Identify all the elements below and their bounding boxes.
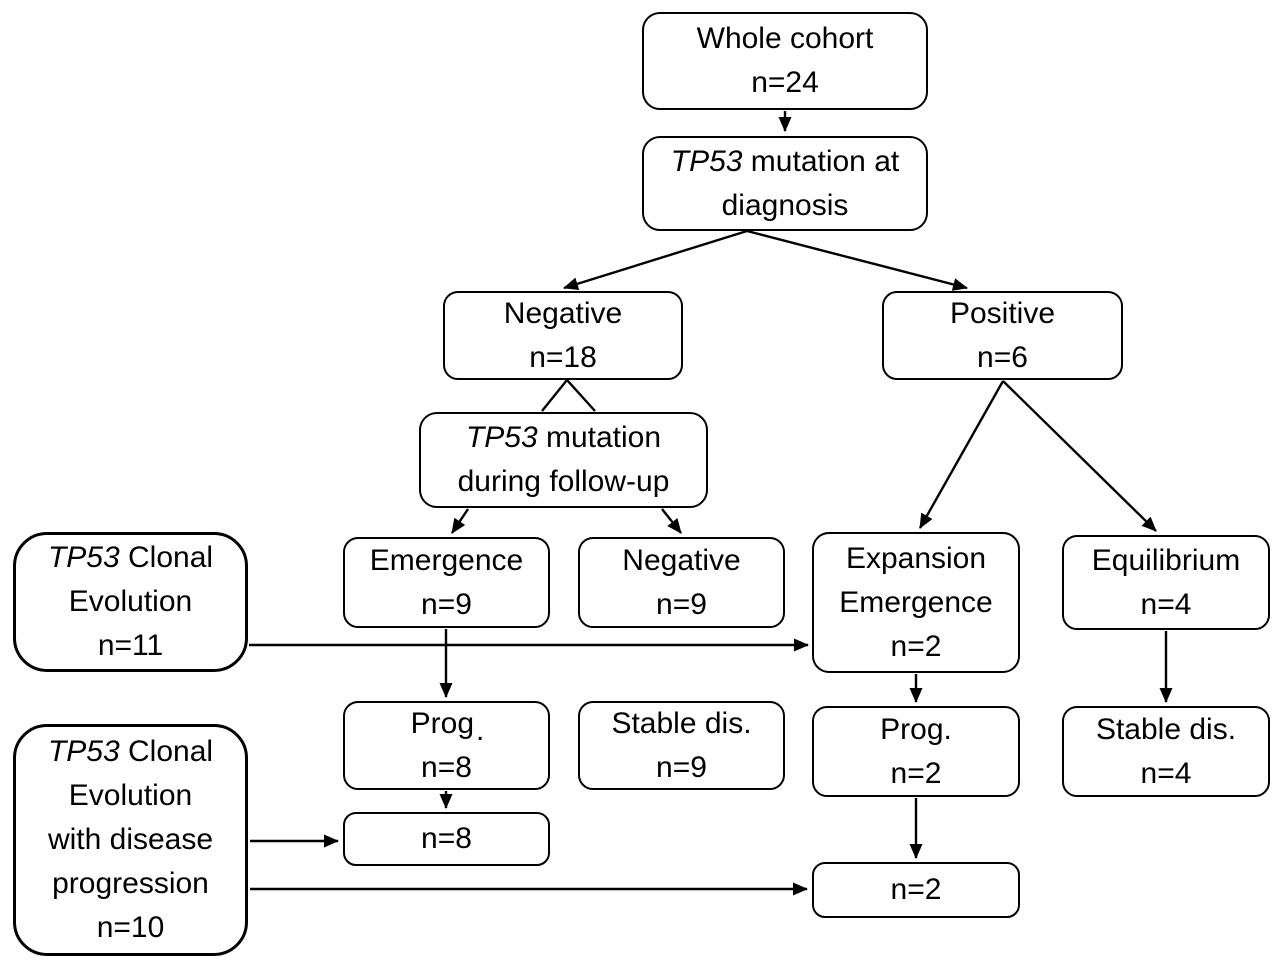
node-label: Evolution <box>68 779 193 812</box>
gene-name: TP53 <box>670 144 743 178</box>
node-label-period: . <box>476 713 485 747</box>
node-label: Expansion <box>845 541 987 575</box>
node-count: n=2 <box>890 756 942 790</box>
node-label: progression <box>52 867 209 900</box>
node-label: Evolution <box>68 585 193 618</box>
node-count: n=6 <box>977 340 1028 374</box>
connector-diagnosis-to-positive <box>746 229 968 291</box>
node-label: mutation at <box>742 144 900 178</box>
connector-positive-to-expansion <box>918 380 1005 529</box>
node-positive-at-diagnosis: Positive n=6 <box>882 291 1123 380</box>
node-equilibrium: Equilibrium n=4 <box>1062 535 1270 630</box>
node-label: Equilibrium <box>1091 543 1241 577</box>
node-tp53-mutation-at-diagnosis: TP53 mutation at diagnosis <box>642 136 928 231</box>
node-n2: n=2 <box>812 862 1020 918</box>
connector-negative-to-followup-right <box>566 379 596 412</box>
node-label: Clonal <box>119 735 214 768</box>
connector-negative-to-followup-left <box>541 379 568 412</box>
gene-name: TP53 <box>47 541 120 574</box>
node-count: n=24 <box>751 66 819 99</box>
node-label: Stable dis. <box>1095 712 1237 746</box>
node-count: n=9 <box>656 750 707 784</box>
node-label: Emergence <box>369 543 524 577</box>
node-count: n=4 <box>1140 756 1192 790</box>
node-negative-at-diagnosis: Negative n=18 <box>443 291 683 380</box>
node-count: n=9 <box>421 587 472 621</box>
node-label: mutation <box>537 421 662 454</box>
node-count: n=8 <box>421 822 472 855</box>
node-label: during follow-up <box>457 465 670 498</box>
node-tp53-clonal-evolution: TP53 Clonal Evolution n=11 <box>13 532 248 672</box>
node-emergence: Emergence n=9 <box>343 537 550 628</box>
node-label: Negative <box>503 296 623 330</box>
node-count: n=9 <box>656 587 707 621</box>
node-count: n=10 <box>96 911 165 944</box>
node-count: n=2 <box>890 629 942 663</box>
node-count: n=11 <box>97 629 164 662</box>
node-label: Whole cohort <box>696 22 874 55</box>
node-count: n=8 <box>421 750 472 784</box>
node-n8: n=8 <box>343 812 550 866</box>
node-label: with disease <box>47 823 214 856</box>
node-negative-during-followup: Negative n=9 <box>578 537 785 628</box>
connector-followup-to-emergence <box>451 508 469 534</box>
node-count: n=2 <box>890 873 942 906</box>
node-label: diagnosis <box>721 188 849 222</box>
node-label: Positive <box>949 296 1056 330</box>
connector-followup-to-negative9 <box>661 508 682 534</box>
gene-name: TP53 <box>465 421 538 454</box>
node-progression-after-emergence: Prog. n=8 <box>343 701 550 790</box>
node-stable-disease-followup: Stable dis. n=9 <box>578 701 785 790</box>
node-label: Stable dis. <box>611 706 752 740</box>
node-label: Prog <box>410 706 475 740</box>
gene-name: TP53 <box>47 735 120 768</box>
node-count: n=18 <box>529 340 597 374</box>
node-expansion-emergence: Expansion Emergence n=2 <box>812 532 1020 673</box>
node-label: Negative <box>622 543 741 577</box>
node-label: Clonal <box>119 541 214 574</box>
node-tp53-clonal-evolution-with-disease-progression: TP53 Clonal Evolution with disease progr… <box>13 724 248 956</box>
node-label: Emergence <box>839 585 993 619</box>
connector-positive-to-equilibrium <box>1002 380 1157 532</box>
node-count: n=4 <box>1140 587 1192 621</box>
connector-diagnosis-to-negative <box>563 229 748 291</box>
node-progression-after-expansion: Prog. n=2 <box>812 706 1020 797</box>
node-tp53-mutation-during-followup: TP53 mutation during follow-up <box>419 412 708 508</box>
node-whole-cohort: Whole cohort n=24 <box>642 12 928 110</box>
node-label: Prog. <box>880 712 952 746</box>
node-stable-disease-equilibrium: Stable dis. n=4 <box>1062 706 1270 797</box>
